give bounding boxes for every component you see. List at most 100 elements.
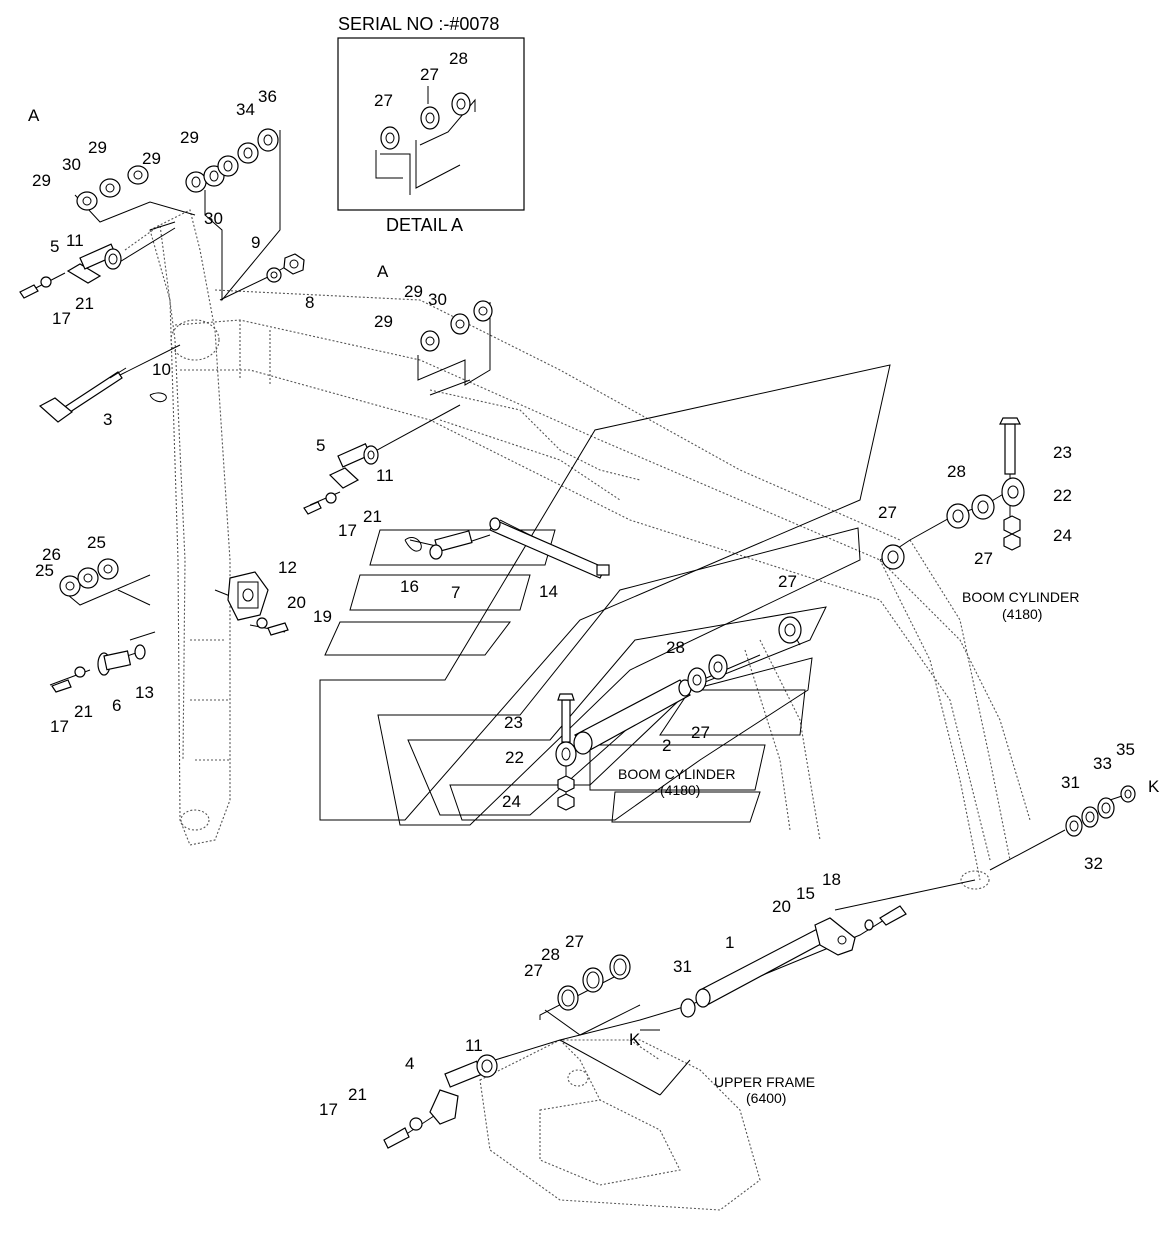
- callout-11-23: 11: [376, 466, 394, 485]
- callout-7-36: 7: [451, 583, 460, 602]
- callout-27-61: 27: [524, 961, 543, 980]
- detail-a-box: SERIAL NO :-#0078 DETAIL A: [337, 14, 525, 235]
- callout-23-26: 23: [1053, 443, 1072, 462]
- washer-stack-25-26: [59, 558, 119, 597]
- callout-27-47: 27: [691, 723, 710, 742]
- callout-17-69: 17: [319, 1100, 338, 1119]
- callout-21-43: 21: [74, 702, 93, 721]
- callout-5-12: 5: [50, 237, 59, 256]
- bracket-12: [227, 571, 289, 636]
- callout-21-68: 21: [348, 1085, 367, 1104]
- serial-number-title: SERIAL NO :-#0078: [338, 14, 499, 34]
- washer-stack-top-left: [76, 128, 279, 211]
- callout-11-11: 11: [66, 231, 84, 250]
- callout-K-55: K: [1148, 777, 1160, 796]
- callout-14-37: 14: [539, 582, 558, 601]
- callout-24-28: 24: [1053, 526, 1072, 545]
- pin-7: [404, 530, 473, 560]
- callout-32-56: 32: [1084, 854, 1103, 873]
- callout-28-2: 28: [449, 49, 468, 68]
- boom-structure: [124, 209, 1031, 1211]
- callout-23-48: 23: [504, 713, 523, 732]
- callout-11-66: 11: [465, 1036, 483, 1055]
- callout-29-21: 29: [374, 312, 393, 331]
- callout-2-49: 2: [662, 736, 671, 755]
- callout-3-18: 3: [103, 410, 112, 429]
- callout-33-53: 33: [1093, 754, 1112, 773]
- callout-9-13: 9: [251, 233, 260, 252]
- callout-27-30: 27: [974, 549, 993, 568]
- callout-30-10: 30: [204, 209, 223, 228]
- upper-frame-caption: UPPER FRAME: [714, 1074, 815, 1090]
- callout-6-44: 6: [112, 696, 121, 715]
- parts: [19, 128, 1136, 1149]
- callout-4-67: 4: [405, 1054, 414, 1073]
- callout-24-51: 24: [502, 792, 521, 811]
- callout-12-32: 12: [278, 558, 297, 577]
- callout-21-24: 21: [363, 507, 382, 526]
- callout-20-33: 20: [287, 593, 306, 612]
- callout-28-29: 28: [947, 462, 966, 481]
- upper-frame-ref: (6400): [746, 1090, 786, 1106]
- pin-2: [555, 616, 802, 811]
- callout-30-7: 30: [62, 155, 81, 174]
- callout-27-63: 27: [565, 932, 584, 951]
- callout-25-38: 25: [35, 561, 54, 580]
- nut-9-washer-8: [266, 253, 305, 283]
- callout-20-59: 20: [772, 897, 791, 916]
- callout-8-14: 8: [305, 293, 314, 312]
- callout-16-35: 16: [400, 577, 419, 596]
- callout-17-42: 17: [50, 717, 69, 736]
- callout-10-17: 10: [152, 360, 171, 379]
- callout-29-6: 29: [88, 138, 107, 157]
- callout-29-5: 29: [180, 128, 199, 147]
- callout-34-3: 34: [236, 100, 255, 119]
- callout-30-20: 30: [428, 290, 447, 309]
- washer-stack-bottom: [557, 954, 631, 1011]
- callout-5-22: 5: [316, 436, 325, 455]
- boom-cylinder-center-ref: (4180): [660, 782, 700, 798]
- callout-27-31: 27: [878, 503, 897, 522]
- callout-27-0: 27: [374, 91, 393, 110]
- callout-31-64: 31: [673, 957, 692, 976]
- callout-21-15: 21: [75, 294, 94, 313]
- detail-washer: [380, 92, 471, 150]
- pin-4: [383, 1054, 498, 1149]
- callout-17-25: 17: [338, 521, 357, 540]
- pin-6: [51, 644, 146, 693]
- callout-K-65: K: [629, 1030, 641, 1049]
- boom-decal-stripes: [319, 364, 891, 826]
- callout-25-40: 25: [87, 533, 106, 552]
- callout-28-62: 28: [541, 945, 560, 964]
- callout-17-16: 17: [52, 309, 71, 328]
- callout-36-4: 36: [258, 87, 277, 106]
- callout-19-34: 19: [313, 607, 332, 626]
- callout-15-58: 15: [796, 884, 815, 903]
- callout-26-39: 26: [42, 545, 61, 564]
- detail-a-caption: DETAIL A: [386, 215, 463, 235]
- cylinder-hardware-right: [881, 417, 1025, 570]
- callout-29-8: 29: [142, 149, 161, 168]
- washer-stack-31-35: [1065, 785, 1136, 837]
- boom-cylinder-right-caption: BOOM CYLINDER: [962, 589, 1079, 605]
- callout-22-50: 22: [505, 748, 524, 767]
- pin-14: [489, 517, 610, 579]
- callout-27-45: 27: [778, 572, 797, 591]
- callout-18-57: 18: [822, 870, 841, 889]
- washer-stack-mid: [420, 300, 493, 352]
- detail-marker-a-mid: A: [377, 262, 389, 281]
- pin-3: [38, 367, 167, 423]
- pin-5-top: [19, 243, 122, 299]
- callout-27-1: 27: [420, 65, 439, 84]
- detail-marker-a-left: A: [28, 106, 40, 125]
- pin-5-mid: [303, 443, 379, 515]
- pin-1: [680, 905, 907, 1018]
- assembly-leader-lines: [27, 130, 1126, 1136]
- callout-29-9: 29: [32, 171, 51, 190]
- detail-a-frame: [337, 37, 525, 211]
- callout-35-54: 35: [1116, 740, 1135, 759]
- callout-29-19: 29: [404, 282, 423, 301]
